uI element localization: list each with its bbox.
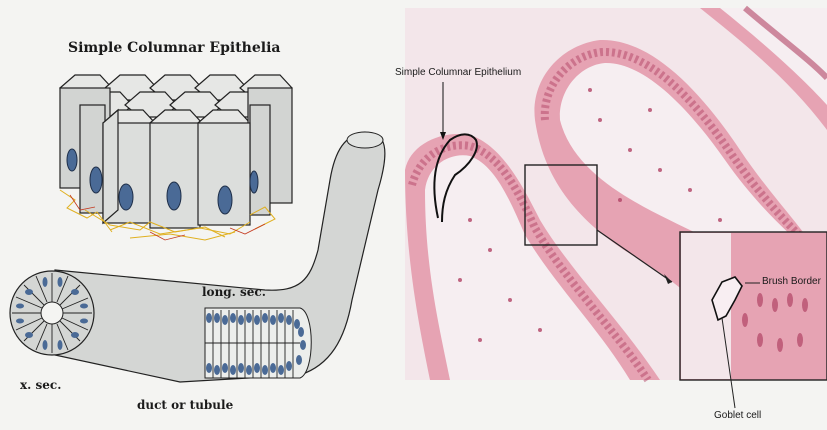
epithelium-pointer	[0, 0, 827, 425]
figure: Simple Columnar Epithelia long. sec. x. …	[0, 0, 827, 425]
